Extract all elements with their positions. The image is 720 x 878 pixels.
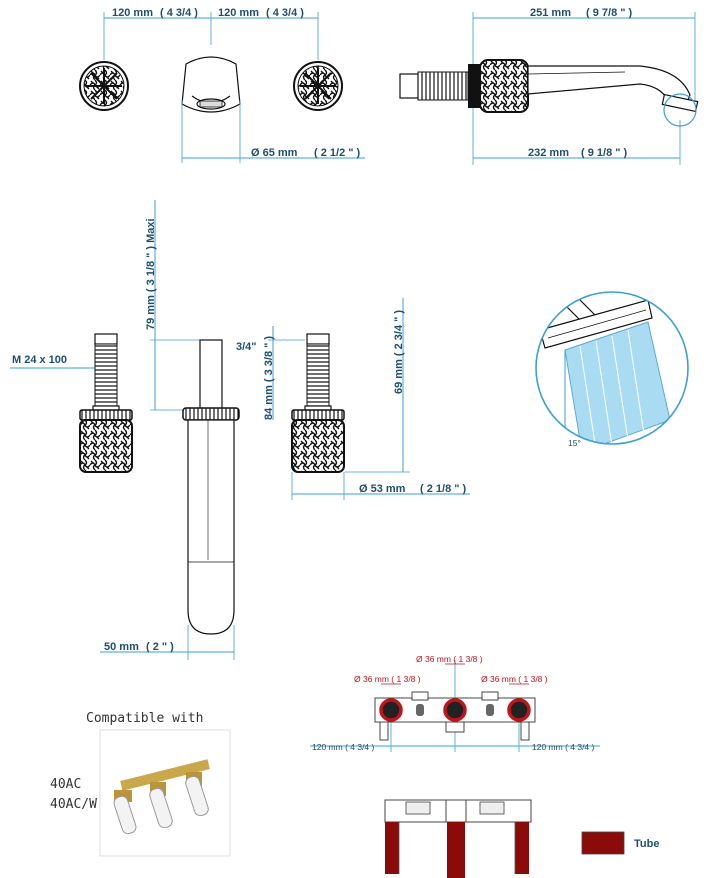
left-tube xyxy=(385,822,399,874)
right-hole-marker xyxy=(507,698,531,722)
handle-diameter-label: Ø 53 mm xyxy=(359,483,406,495)
spout-length-label: 232 mm xyxy=(528,147,569,159)
plan-view: 120 mm ( 4 3/4 ) 120 mm ( 4 3/4 ) Ø 65 m… xyxy=(79,7,365,163)
right-valve xyxy=(291,333,345,473)
top-right-spacing-label: 120 mm xyxy=(218,7,259,19)
rough-in-valve-top: Ø 36 mm ( 1 3/8 ) Ø 36 mm ( 1 3/8 ) Ø 36… xyxy=(310,654,600,752)
valve-photo xyxy=(113,759,210,835)
compatible-section: Compatible with 40AC 40AC/W xyxy=(50,711,231,857)
valve-spacing-right: 120 mm ( 4 3/4 ) xyxy=(532,742,595,752)
tube-legend-swatch xyxy=(581,831,625,855)
spout-side-view: 251 mm ( 9 7/8 " ) 232 mm ( 9 1/8 " ) xyxy=(399,7,699,165)
left-valve xyxy=(79,333,133,473)
handle-diameter-inch: ( 2 1/8 " ) xyxy=(420,483,467,495)
valve-spacing-left: 120 mm ( 4 3/4 ) xyxy=(312,742,375,752)
center-hole-marker xyxy=(443,698,467,722)
spout-total-length-inch: ( 9 7/8 " ) xyxy=(586,7,633,19)
handle-height-69-label: 69 mm ( 2 3/4 " ) xyxy=(393,310,405,394)
left-hole-marker xyxy=(379,698,403,722)
spray-detail: 15° xyxy=(535,291,689,448)
right-tube xyxy=(515,822,529,874)
left-hole-diameter: Ø 36 mm ( 1 3/8 ) xyxy=(354,674,421,684)
pipe-size-label: 3/4" xyxy=(236,341,257,353)
compatible-model-2: 40AC/W xyxy=(50,797,97,812)
right-handle-rosette xyxy=(293,61,343,111)
left-handle-rosette xyxy=(79,61,129,111)
spout-elevation xyxy=(182,339,240,635)
spray-angle-label: 15° xyxy=(568,438,581,448)
top-left-spacing-label: 120 mm xyxy=(112,7,153,19)
compatible-heading: Compatible with xyxy=(86,711,203,726)
spout-width-label: 50 mm xyxy=(104,641,139,653)
spout-diameter-label: Ø 65 mm xyxy=(251,147,298,159)
spout-total-length-label: 251 mm xyxy=(530,7,571,19)
tube-legend-label: Tube xyxy=(634,838,659,850)
compatible-model-1: 40AC xyxy=(50,777,81,792)
top-right-spacing-inch: ( 4 3/4 ) xyxy=(266,7,304,19)
spout-front-view xyxy=(181,56,241,113)
handle-height-84-label: 84 mm ( 3 3/8 " ) xyxy=(263,336,275,420)
elevation-view: M 24 x 100 79 mm ( 3 1/8 " ) Maxi 3/4" 8… xyxy=(10,200,470,660)
center-hole-diameter: Ø 36 mm ( 1 3/8 ) xyxy=(416,654,483,664)
right-hole-diameter: Ø 36 mm ( 1 3/8 ) xyxy=(481,674,548,684)
max-height-label: 79 mm ( 3 1/8 " ) Maxi xyxy=(145,218,157,330)
thread-label: M 24 x 100 xyxy=(12,354,67,366)
spout-length-inch: ( 9 1/8 " ) xyxy=(581,147,628,159)
top-left-spacing-inch: ( 4 3/4 ) xyxy=(160,7,198,19)
tube-legend: Tube xyxy=(581,831,659,855)
rough-in-valve-elevation xyxy=(384,799,532,878)
spout-width-inch: ( 2 " ) xyxy=(146,641,174,653)
spout-diameter-inch: ( 2 1/2 " ) xyxy=(314,147,361,159)
center-tube xyxy=(447,822,465,878)
